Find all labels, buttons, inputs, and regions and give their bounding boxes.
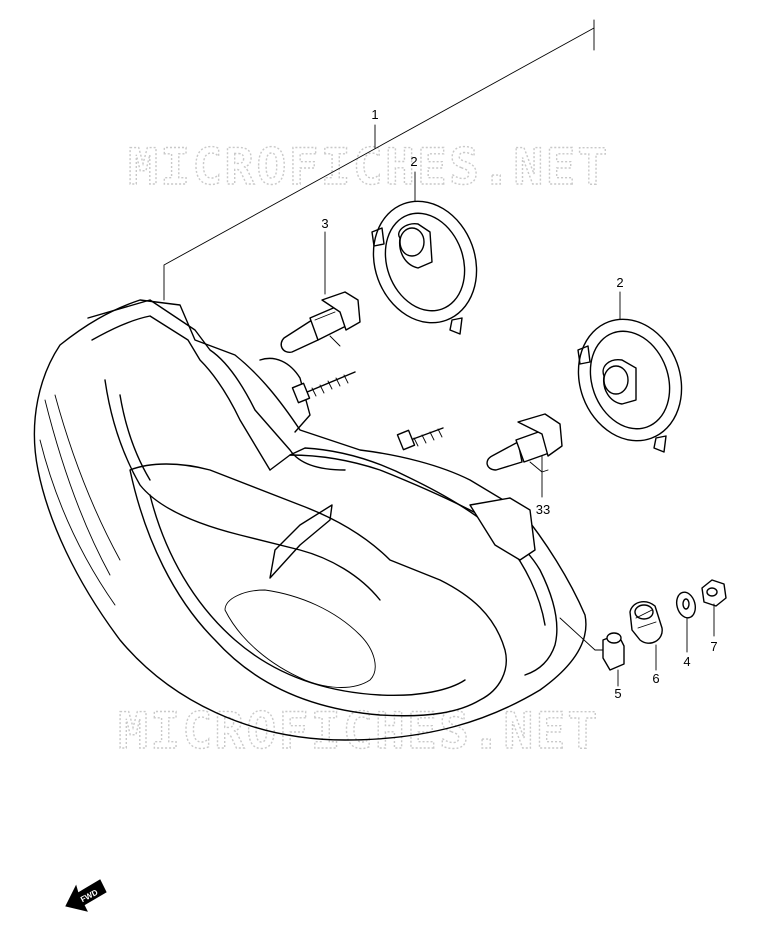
callout-part-5: 5 [614, 686, 621, 701]
callout-part-4: 4 [683, 654, 690, 669]
nut-part-7 [701, 579, 727, 637]
callout-part-2-lower: 2 [616, 275, 623, 290]
callout-part-3: 3 [321, 216, 328, 231]
fwd-arrow-icon: FWD [65, 879, 107, 912]
callout-part-33: 33 [536, 502, 550, 517]
watermark-bottom: MICROFICHES.NET [118, 702, 600, 760]
bulb-part-3 [280, 231, 361, 353]
callout-part-2-upper: 2 [410, 154, 417, 169]
headlight-housing [33, 299, 606, 741]
callout-part-1: 1 [371, 107, 378, 122]
stud-bolt-upper [291, 371, 356, 404]
callout-part-6: 6 [652, 671, 659, 686]
leader-part-1 [163, 19, 595, 301]
bulb-part-33 [486, 413, 563, 498]
callout-part-7: 7 [710, 639, 717, 654]
socket-cover-part-2-upper [371, 171, 478, 335]
washer-part-4 [675, 591, 697, 653]
stud-bolt-lower [396, 427, 444, 451]
grommet-part-6 [629, 601, 663, 671]
spacer-part-5 [602, 632, 625, 687]
watermark-top: MICROFICHES.NET [128, 138, 610, 196]
socket-cover-part-2-lower [577, 291, 683, 453]
